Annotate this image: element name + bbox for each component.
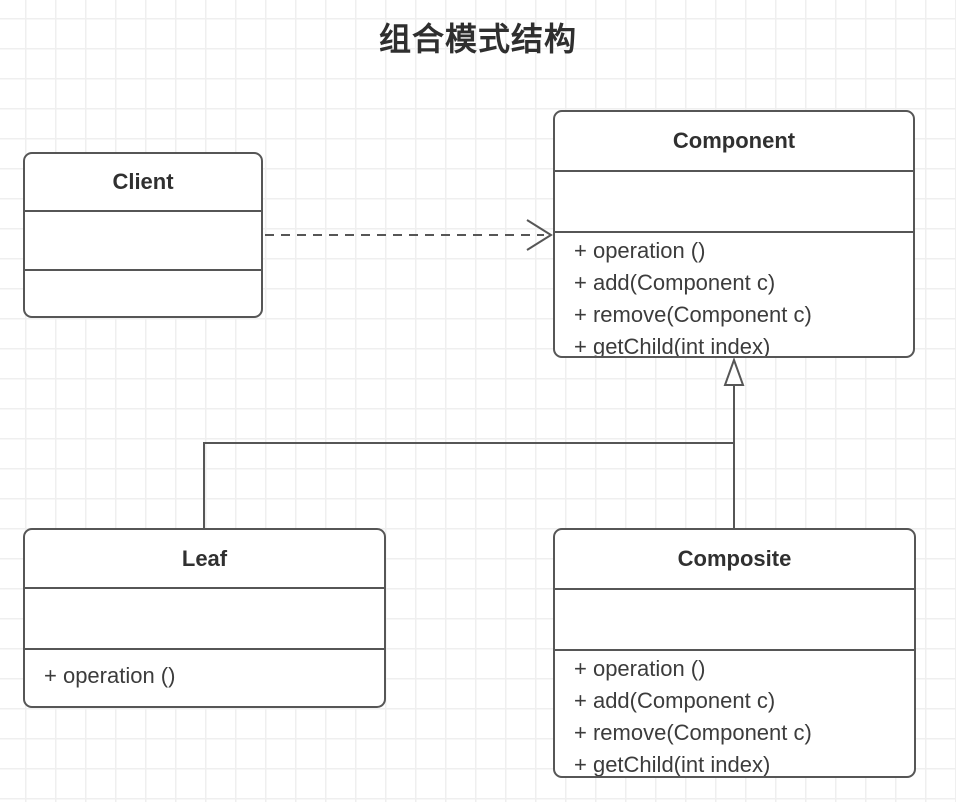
class-box-client: Client xyxy=(23,152,263,318)
method-item: + remove(Component c) xyxy=(574,720,812,745)
method-item: + remove(Component c) xyxy=(574,302,812,327)
class-methods-composite: + operation () + add(Component c) + remo… xyxy=(555,651,914,776)
class-box-leaf: Leaf + operation () xyxy=(23,528,386,708)
class-attributes-composite xyxy=(555,590,914,651)
class-methods-component: + operation () + add(Component c) + remo… xyxy=(555,233,913,356)
method-item: + getChild(int index) xyxy=(574,752,771,776)
method-item: + add(Component c) xyxy=(574,270,776,295)
generalization-line-leaf xyxy=(203,442,734,528)
method-item: + add(Component c) xyxy=(574,688,776,713)
open-arrowhead-icon xyxy=(526,219,553,251)
method-item: + operation () xyxy=(44,663,176,688)
generalization-connector-composite-to-component xyxy=(723,357,745,528)
class-box-composite: Composite + operation () + add(Component… xyxy=(553,528,916,778)
diagram-title: 组合模式结构 xyxy=(378,21,577,57)
class-attributes-component xyxy=(555,172,913,233)
class-methods-leaf: + operation () xyxy=(25,650,384,706)
class-attributes-leaf xyxy=(25,589,384,650)
method-item: + operation () xyxy=(574,238,706,263)
class-name-composite: Composite xyxy=(555,530,914,590)
class-attributes-client xyxy=(25,212,261,271)
hollow-triangle-arrowhead-icon xyxy=(723,357,745,386)
class-name-component: Component xyxy=(555,112,913,172)
class-box-component: Component + operation () + add(Component… xyxy=(553,110,915,358)
dependency-arrow-client-to-component xyxy=(265,219,553,251)
generalization-connector-leaf-to-component xyxy=(203,442,734,528)
method-item: + getChild(int index) xyxy=(574,334,771,356)
class-methods-client xyxy=(25,271,261,316)
method-item: + operation () xyxy=(574,656,706,681)
class-name-leaf: Leaf xyxy=(25,530,384,589)
class-name-client: Client xyxy=(25,154,261,212)
